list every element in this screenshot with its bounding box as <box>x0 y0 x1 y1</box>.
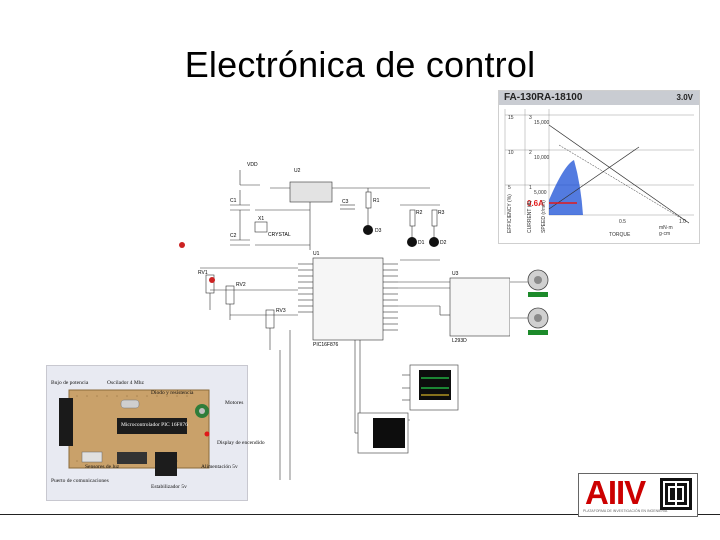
slide-title: Electrónica de control <box>184 44 536 85</box>
tick-speed-15000: 15,000 <box>534 120 550 126</box>
label-x1: X1 <box>258 216 264 222</box>
photo-label-oscillator: Oscilador 4 Mhz <box>107 380 144 386</box>
photo-label-diode: Diodo y resistencia <box>151 390 194 396</box>
efficiency-area <box>549 160 583 215</box>
logo-text: AIIV <box>585 474 646 511</box>
label-d2: D2 <box>440 240 447 246</box>
logo-caption: PLATAFORMA DE INVESTIGACIÓN EN INGENIERÍ… <box>583 509 668 513</box>
label-c1: C1 <box>230 198 237 204</box>
unit-mnm: mN·m <box>659 225 673 231</box>
label-crystal: CRYSTAL <box>268 232 291 238</box>
photo-label-stabilizer: Estabilizador 5v <box>151 484 187 490</box>
photo-label-light-sensors: Sensores de luz <box>85 464 120 470</box>
label-u2: U2 <box>294 168 301 174</box>
label-vdd: VDD <box>247 162 258 168</box>
footer-rule <box>0 514 720 515</box>
label-u3-part: L293D <box>452 338 467 344</box>
photo-label-display: Display de encendido <box>217 440 265 446</box>
board-photo: Bujo de potencia Oscilador 4 Mhz Diodo y… <box>46 365 265 501</box>
axis-label-current: CURRENT (A) <box>527 200 533 233</box>
label-r3: R3 <box>438 210 445 216</box>
tick-speed-5000: 5,000 <box>534 190 547 196</box>
aiiv-logo: AIIV PLATAFORMA DE INVESTIGACIÓN EN INGE… <box>578 473 698 517</box>
tick-bottom-0-5: 0.5 <box>619 219 626 225</box>
tick-eff-10: 10 <box>508 150 514 156</box>
label-u3: U3 <box>452 271 459 277</box>
label-u1-part: PIC16F876 <box>313 342 339 348</box>
label-d3: D3 <box>375 228 382 234</box>
label-c2: C2 <box>230 233 237 239</box>
label-r2: R2 <box>416 210 423 216</box>
tick-eff-15: 15 <box>508 115 514 121</box>
motor-voltage: 3.0V <box>676 93 693 102</box>
current-marker-label: 0.6A <box>527 199 544 208</box>
label-rv3: RV3 <box>276 308 286 314</box>
chart-header: FA-130RA-18100 3.0V <box>499 91 699 105</box>
tick-cur-1: 1 <box>529 185 532 191</box>
photo-label-power: Bujo de potencia <box>51 380 89 386</box>
x-axis-torque: TORQUE <box>609 232 631 238</box>
motor-performance-chart: FA-130RA-18100 3.0V 0.6A 15 3 15,000 10 … <box>498 90 700 244</box>
photo-label-power-5v: Alimentación 5v <box>201 464 238 470</box>
motor-model: FA-130RA-18100 <box>504 92 583 103</box>
logo-emblem-icon <box>660 478 692 510</box>
motor-components <box>510 269 549 335</box>
tick-speed-10000: 10,000 <box>534 155 550 161</box>
tick-eff-5: 5 <box>508 185 511 191</box>
board-image <box>59 389 210 476</box>
motor-chart-plot: 0.6A 15 3 15,000 10 2 10,000 5 1 5,000 0… <box>504 109 694 238</box>
label-c3: C3 <box>342 199 349 205</box>
photo-label-microcontroller: Microcontrolador PIC 16F876 <box>121 422 188 428</box>
axis-label-efficiency: EFFICIENCY (%) <box>507 194 513 233</box>
photo-label-comm-port: Puerto de comunicaciones <box>51 478 109 484</box>
unit-gcm: g·cm <box>659 231 670 237</box>
photo-label-motors: Motores <box>225 400 244 406</box>
tick-bottom-1-0: 1.0 <box>679 219 686 225</box>
circuit-schematic: VDD U2 C1 C2 C3 X1 CRYSTAL R1 R2 R3 D1 D… <box>179 162 510 480</box>
tick-cur-2: 2 <box>529 150 532 156</box>
label-d1: D1 <box>418 240 425 246</box>
label-r1: R1 <box>373 198 380 204</box>
label-rv2: RV2 <box>236 282 246 288</box>
axis-label-speed: SPEED (r/min) <box>541 200 547 233</box>
tick-cur-3: 3 <box>529 115 532 121</box>
label-u1: U1 <box>313 251 320 257</box>
label-rv1: RV1 <box>198 270 208 276</box>
